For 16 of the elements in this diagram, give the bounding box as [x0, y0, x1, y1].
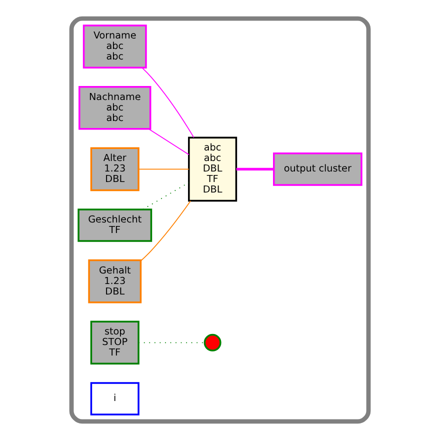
- node-box: abc abc DBL TF DBL: [188, 136, 237, 202]
- node-box: output cluster: [272, 152, 362, 186]
- cluster: [68, 16, 370, 424]
- node-box: stop STOP TF: [90, 320, 139, 365]
- node-circle: [203, 334, 221, 352]
- connector: [236, 168, 274, 170]
- node-box: Alter 1.23 DBL: [90, 147, 139, 192]
- connector: [148, 128, 189, 156]
- node-box: Gehalt 1.23 DBL: [88, 259, 142, 304]
- node-box: Nachname abc abc: [78, 86, 151, 130]
- connector: [140, 200, 190, 262]
- connector: [138, 168, 189, 170]
- node-box: i: [90, 382, 139, 416]
- node-box: Geschlecht TF: [77, 208, 152, 242]
- connector: [141, 67, 194, 138]
- node-box: Vorname abc abc: [82, 24, 146, 68]
